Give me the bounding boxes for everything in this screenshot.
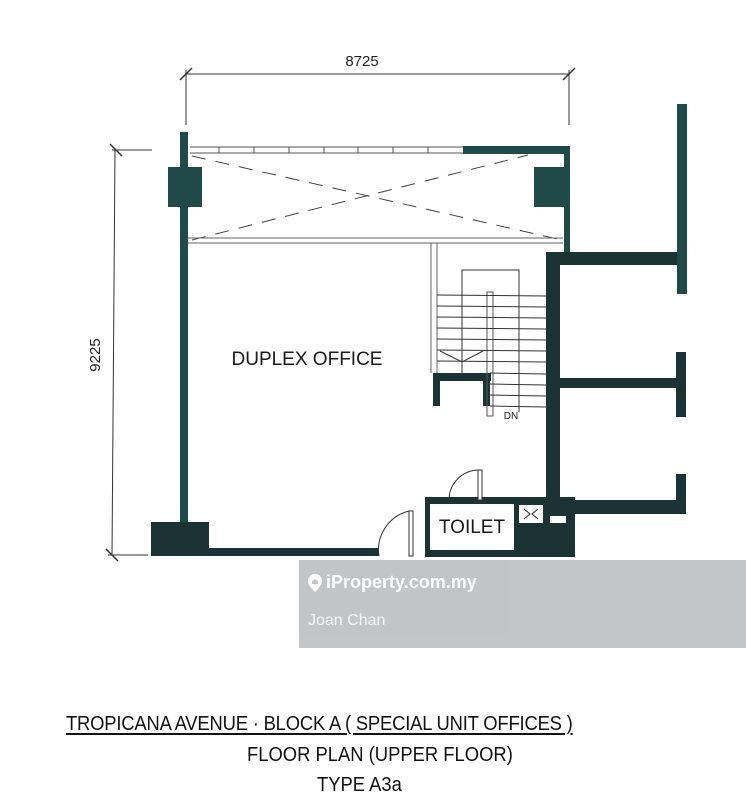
watermark-brand: iProperty.com.my — [308, 572, 477, 593]
duplex-office-label: DUPLEX OFFICE — [232, 349, 383, 370]
void-marking — [191, 154, 563, 241]
door-swings — [378, 469, 483, 557]
toilet-room — [430, 504, 514, 550]
stair-direction-label: DN — [504, 411, 518, 422]
width-dimension-label: 8725 — [345, 53, 378, 70]
caption-plan-title: FLOOR PLAN (UPPER FLOOR) — [247, 744, 513, 766]
height-dimension-label: 9225 — [87, 338, 104, 371]
vent-icon — [519, 505, 543, 523]
watermark-banner: iProperty.com.my Joan Chan — [299, 560, 746, 648]
watermark-agent-name: Joan Chan — [308, 612, 386, 629]
watermark-brand-text: iProperty.com.my — [326, 572, 477, 592]
walls — [151, 104, 687, 557]
caption-project-title: TROPICANA AVENUE · BLOCK A ( SPECIAL UNI… — [66, 713, 573, 735]
mezzanine-railing — [188, 237, 563, 373]
width-dimension — [179, 67, 576, 125]
balcony-railing — [190, 146, 463, 154]
toilet-label: TOILET — [439, 517, 506, 538]
staircase — [436, 269, 547, 417]
caption-unit-type: TYPE A3a — [317, 774, 402, 796]
location-pin-icon — [308, 573, 322, 592]
height-dimension — [105, 143, 152, 562]
